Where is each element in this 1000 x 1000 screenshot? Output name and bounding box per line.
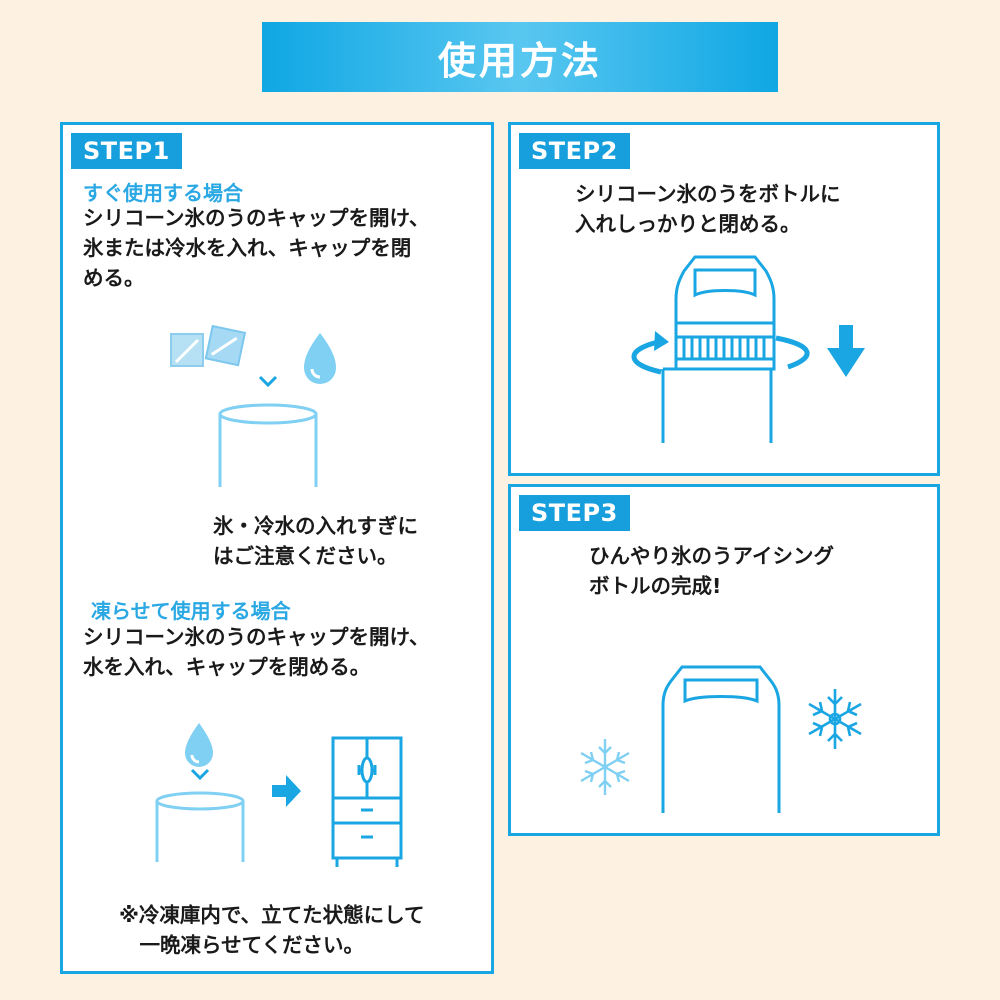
step2-illustration bbox=[631, 255, 865, 443]
snowflake-icon bbox=[808, 689, 862, 749]
freezer-note: ※冷凍庫内で、立てた状態にして 一晩凍らせてください。 bbox=[119, 903, 425, 957]
step1-illustrations bbox=[155, 324, 403, 867]
step1-panel: STEP1 すぐ使用する場合 シリコーン氷のうのキャップを開け、 氷または冷水を… bbox=[60, 122, 494, 974]
step3-panel: STEP3 ひんやり氷のうアイシング ボトルの完成! bbox=[508, 484, 940, 836]
arrow-right-icon bbox=[272, 775, 301, 807]
bottle-icon bbox=[661, 255, 776, 443]
step2-text: シリコーン氷のうをボトルに 入れしっかりと閉める。 bbox=[575, 182, 841, 236]
freeze-use-heading: 凍らせて使用する場合 bbox=[91, 599, 291, 623]
page-title: 使用方法 bbox=[262, 22, 778, 92]
freezer-icon bbox=[331, 736, 403, 867]
rotate-arrowhead bbox=[654, 331, 669, 351]
caution-text: 氷・冷水の入れすぎに はご注意ください。 bbox=[213, 514, 418, 568]
step3-illustration bbox=[580, 665, 862, 813]
rotate-arrow-icon bbox=[631, 335, 810, 375]
snowflake-icon bbox=[580, 739, 630, 795]
water-drop-icon bbox=[304, 333, 336, 384]
chevron-down-icon bbox=[258, 375, 278, 388]
step2-label: STEP2 bbox=[519, 133, 630, 169]
quick-use-heading: すぐ使用する場合 bbox=[83, 181, 243, 205]
chevron-down-icon bbox=[190, 768, 210, 781]
step2-panel: STEP2 シリコーン氷のうをボトルに 入れしっかりと閉める。 bbox=[508, 122, 940, 476]
silicone-pouch-open bbox=[218, 403, 318, 487]
step3-label: STEP3 bbox=[519, 495, 630, 531]
bottle-icon bbox=[661, 665, 781, 813]
ice-cube-icon bbox=[170, 324, 247, 367]
water-drop-icon bbox=[185, 723, 213, 767]
silicone-pouch-open bbox=[155, 791, 245, 862]
step3-text: ひんやり氷のうアイシング ボトルの完成! bbox=[589, 544, 834, 598]
arrow-down-icon bbox=[827, 325, 865, 377]
quick-use-text: シリコーン氷のうのキャップを開け、 氷または冷水を入れ、キャップを閉 める。 bbox=[83, 206, 430, 290]
step1-label: STEP1 bbox=[71, 133, 182, 169]
freeze-use-text: シリコーン氷のうのキャップを開け、 水を入れ、キャップを閉める。 bbox=[83, 625, 430, 679]
